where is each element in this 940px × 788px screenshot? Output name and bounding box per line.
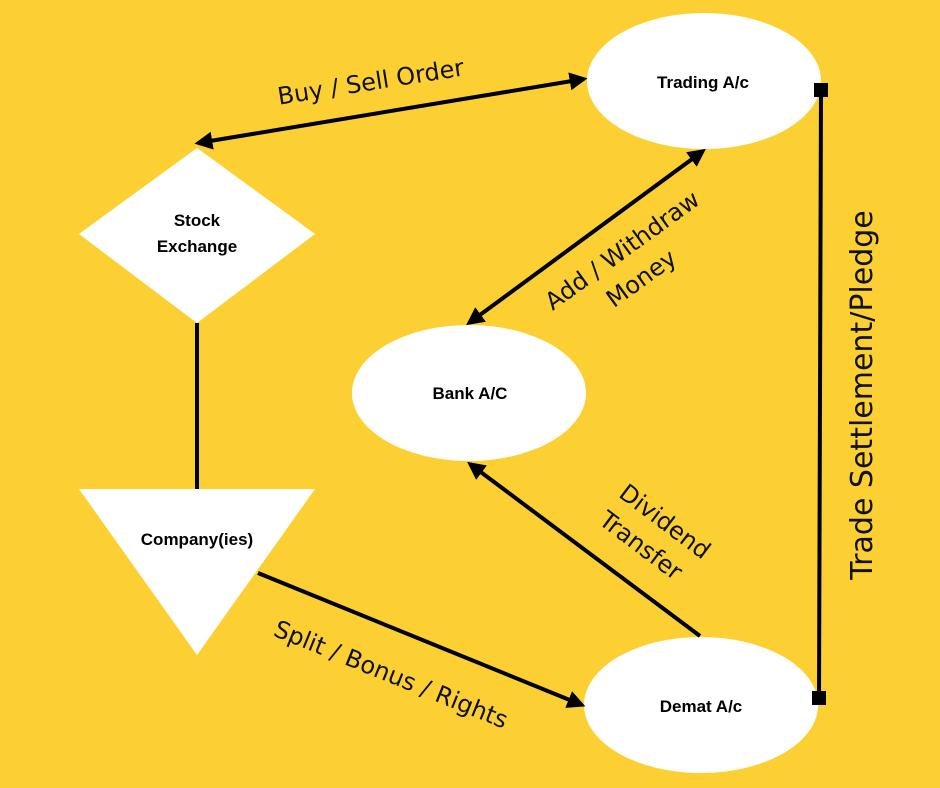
buy-sell-connector xyxy=(194,72,588,150)
add-withdraw-connector xyxy=(466,148,706,326)
split-bonus-label: Split / Bonus / Rights xyxy=(270,615,512,734)
demat-account-node xyxy=(584,637,818,773)
trading-account-label: Trading A/c xyxy=(657,73,749,92)
trade-settlement-label: Trade Settlement/Pledge xyxy=(845,210,880,580)
settlement-connector xyxy=(817,89,823,699)
demat-account-label: Demat A/c xyxy=(660,697,743,716)
bank-account-label: Bank A/C xyxy=(433,384,508,403)
trading-account-node xyxy=(587,13,821,149)
settlement-bottom-endpoint xyxy=(812,691,826,705)
company-label: Company(ies) xyxy=(141,530,253,549)
stock-exchange-node xyxy=(79,148,315,323)
stock-exchange-label-line1: Stock xyxy=(174,211,221,230)
stock-exchange-label-line2: Exchange xyxy=(157,237,237,256)
company-node xyxy=(79,489,315,655)
bank-account-node xyxy=(352,325,586,461)
dividend-connector xyxy=(467,461,702,638)
settlement-top-endpoint xyxy=(814,83,828,97)
split-bonus-connector xyxy=(257,571,586,708)
